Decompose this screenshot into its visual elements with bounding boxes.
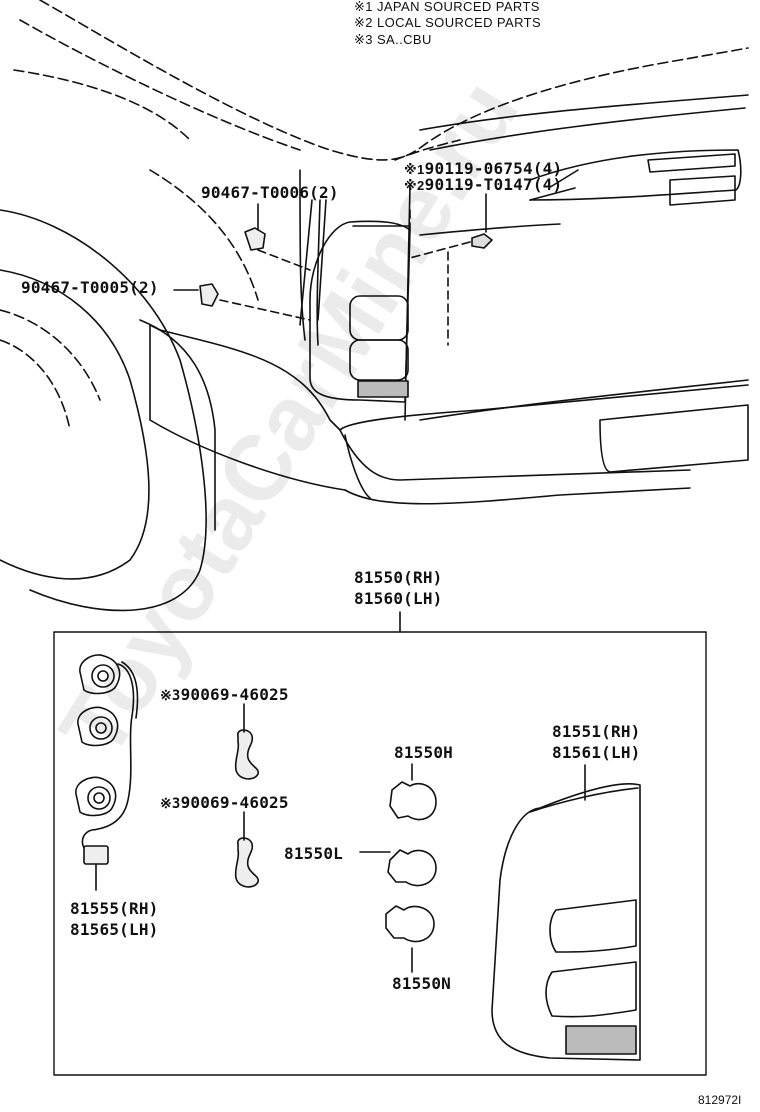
label-socket-rh[interactable]: 81555(RH) — [70, 899, 159, 918]
note-mark: ※2 — [354, 15, 373, 30]
note-local: ※2 LOCAL SOURCED PARTS — [354, 16, 541, 29]
label-grommet-1[interactable]: ※390069-46025 — [160, 685, 289, 704]
socket-wire-assembly — [75, 654, 139, 891]
label-assembly-rh[interactable]: 81550(RH) — [354, 568, 443, 587]
cbu-mark: ※3 — [160, 688, 181, 704]
label-bulb-l[interactable]: 81550L — [284, 844, 343, 863]
label-lens-rh[interactable]: 81551(RH) — [552, 722, 641, 741]
note-japan: ※1 JAPAN SOURCED PARTS — [354, 0, 540, 13]
bulbs — [359, 763, 437, 973]
part-number: 90069-46025 — [180, 793, 289, 812]
note-text: JAPAN SOURCED PARTS — [376, 0, 540, 14]
part-number: 90119-T0147(4) — [424, 175, 563, 194]
label-lens-lh[interactable]: 81561(LH) — [552, 743, 641, 762]
label-screw-local[interactable]: ※290119-T0147(4) — [404, 177, 562, 193]
grommets — [234, 703, 260, 888]
assembly-box — [53, 631, 707, 1076]
part-number: 90119-06754(4) — [424, 159, 563, 178]
note-mark: ※1 — [354, 0, 373, 14]
local-mark: ※2 — [404, 178, 425, 193]
label-socket-lh[interactable]: 81565(LH) — [70, 920, 159, 939]
note-mark: ※3 — [354, 32, 373, 47]
label-assembly-lh[interactable]: 81560(LH) — [354, 589, 443, 608]
note-text: LOCAL SOURCED PARTS — [376, 15, 542, 30]
label-clip-upper[interactable]: 90467-T0006(2) — [201, 183, 339, 202]
label-bulb-h[interactable]: 81550H — [394, 743, 453, 762]
japan-mark: ※1 — [404, 162, 425, 177]
label-grommet-2[interactable]: ※390069-46025 — [160, 793, 289, 812]
label-clip-lower[interactable]: 90467-T0005(2) — [21, 278, 159, 297]
note-cbu: ※3 SA..CBU — [354, 33, 432, 46]
vehicle-body — [0, 0, 749, 612]
label-bulb-n[interactable]: 81550N — [392, 974, 451, 993]
cbu-mark: ※3 — [160, 796, 181, 812]
figure-id: 812972I — [698, 1093, 742, 1107]
note-text: SA..CBU — [376, 32, 432, 47]
lens-assembly — [491, 764, 641, 1061]
part-number: 90069-46025 — [180, 685, 289, 704]
label-screw-japan[interactable]: ※190119-06754(4) — [404, 161, 562, 177]
